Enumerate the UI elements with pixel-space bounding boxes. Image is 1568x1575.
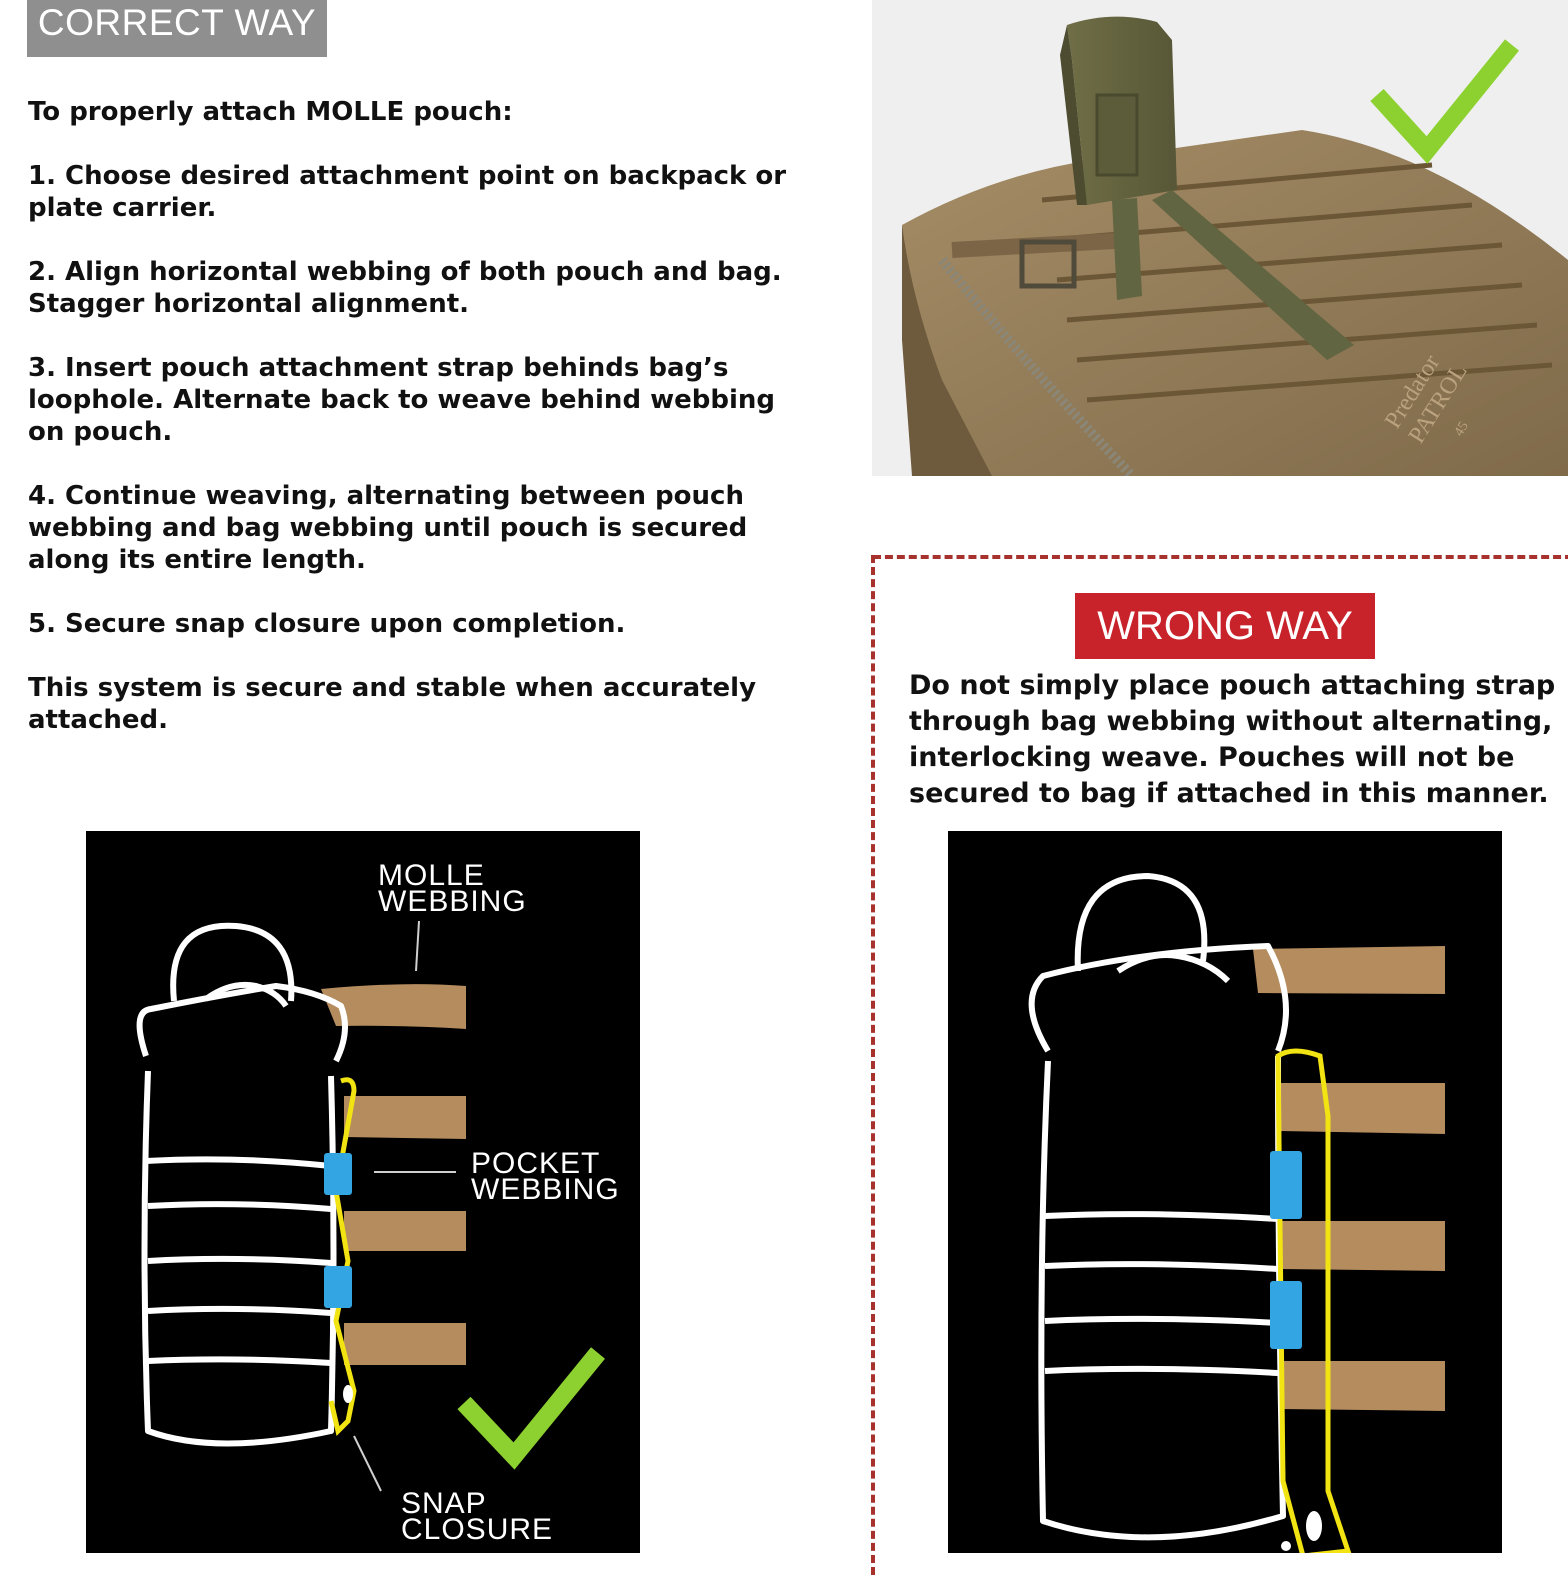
instruction-step-5: 5. Secure snap closure upon completion. <box>28 609 626 639</box>
correct-way-badge: CORRECT WAY <box>27 0 327 57</box>
pouch-strap <box>1112 198 1142 300</box>
backpack-photo: Predator PATROL 45 <box>872 0 1568 476</box>
wrong-diagram <box>948 831 1502 1553</box>
instruction-step-1: 1. Choose desired attachment point on ba… <box>28 161 787 223</box>
instructions-intro: To properly attach MOLLE pouch: <box>28 97 513 127</box>
backpack-body <box>902 130 1568 476</box>
molle-webbing-bands <box>1253 946 1445 1411</box>
zipper <box>938 256 1136 476</box>
pocket-loop-2 <box>1270 1281 1302 1349</box>
pouch-strap-long <box>1152 190 1354 360</box>
pouch-strap-yellow <box>328 1077 357 1436</box>
wrong-way-badge: WRONG WAY <box>1075 593 1375 659</box>
snap-button <box>343 1385 353 1403</box>
backpack-illustration: Predator PATROL 45 <box>902 16 1568 476</box>
instruction-step-2: 2. Align horizontal webbing of both pouc… <box>28 257 782 319</box>
correct-bag-drawing <box>136 920 605 1492</box>
brand-text-number: 45 <box>1452 419 1472 439</box>
pocket-loop-1 <box>324 1153 352 1195</box>
check-mark-icon <box>1370 39 1519 164</box>
label-snap-closure: SNAP CLOSURE <box>401 1487 554 1546</box>
instructions-closing: This system is secure and stable when ac… <box>28 673 757 735</box>
check-mark-icon <box>457 1347 605 1470</box>
wrong-section-border-top <box>873 555 1568 559</box>
bag-outline <box>1028 873 1289 1541</box>
pocket-loop-2 <box>324 1266 352 1308</box>
instruction-step-4: 4. Continue weaving, alternating between… <box>28 481 748 575</box>
pocket-loop-1 <box>1270 1151 1302 1219</box>
buckle <box>1019 239 1077 289</box>
molle-webbing-bands <box>321 984 466 1365</box>
snap-pointer-line <box>353 1435 382 1492</box>
molle-pointer-line <box>415 920 420 972</box>
pouch-strap-yellow <box>1275 1048 1352 1553</box>
label-molle-webbing: MOLLE WEBBING <box>378 859 527 918</box>
wrong-way-description: Do not simply place pouch attaching stra… <box>909 670 1556 809</box>
label-pocket-webbing: POCKET WEBBING <box>471 1147 620 1206</box>
instruction-step-3: 3. Insert pouch attachment strap behinds… <box>28 353 776 447</box>
snap-button <box>1306 1511 1322 1541</box>
instructions: To properly attach MOLLE pouch: 1. Choos… <box>28 96 818 768</box>
wrong-section-border-left <box>871 555 875 1575</box>
correct-diagram: MOLLE WEBBING POCKET WEBBING SNAP CLOSUR… <box>86 831 640 1553</box>
wrong-bag-drawing <box>1028 873 1445 1553</box>
bag-outline <box>136 922 348 1447</box>
